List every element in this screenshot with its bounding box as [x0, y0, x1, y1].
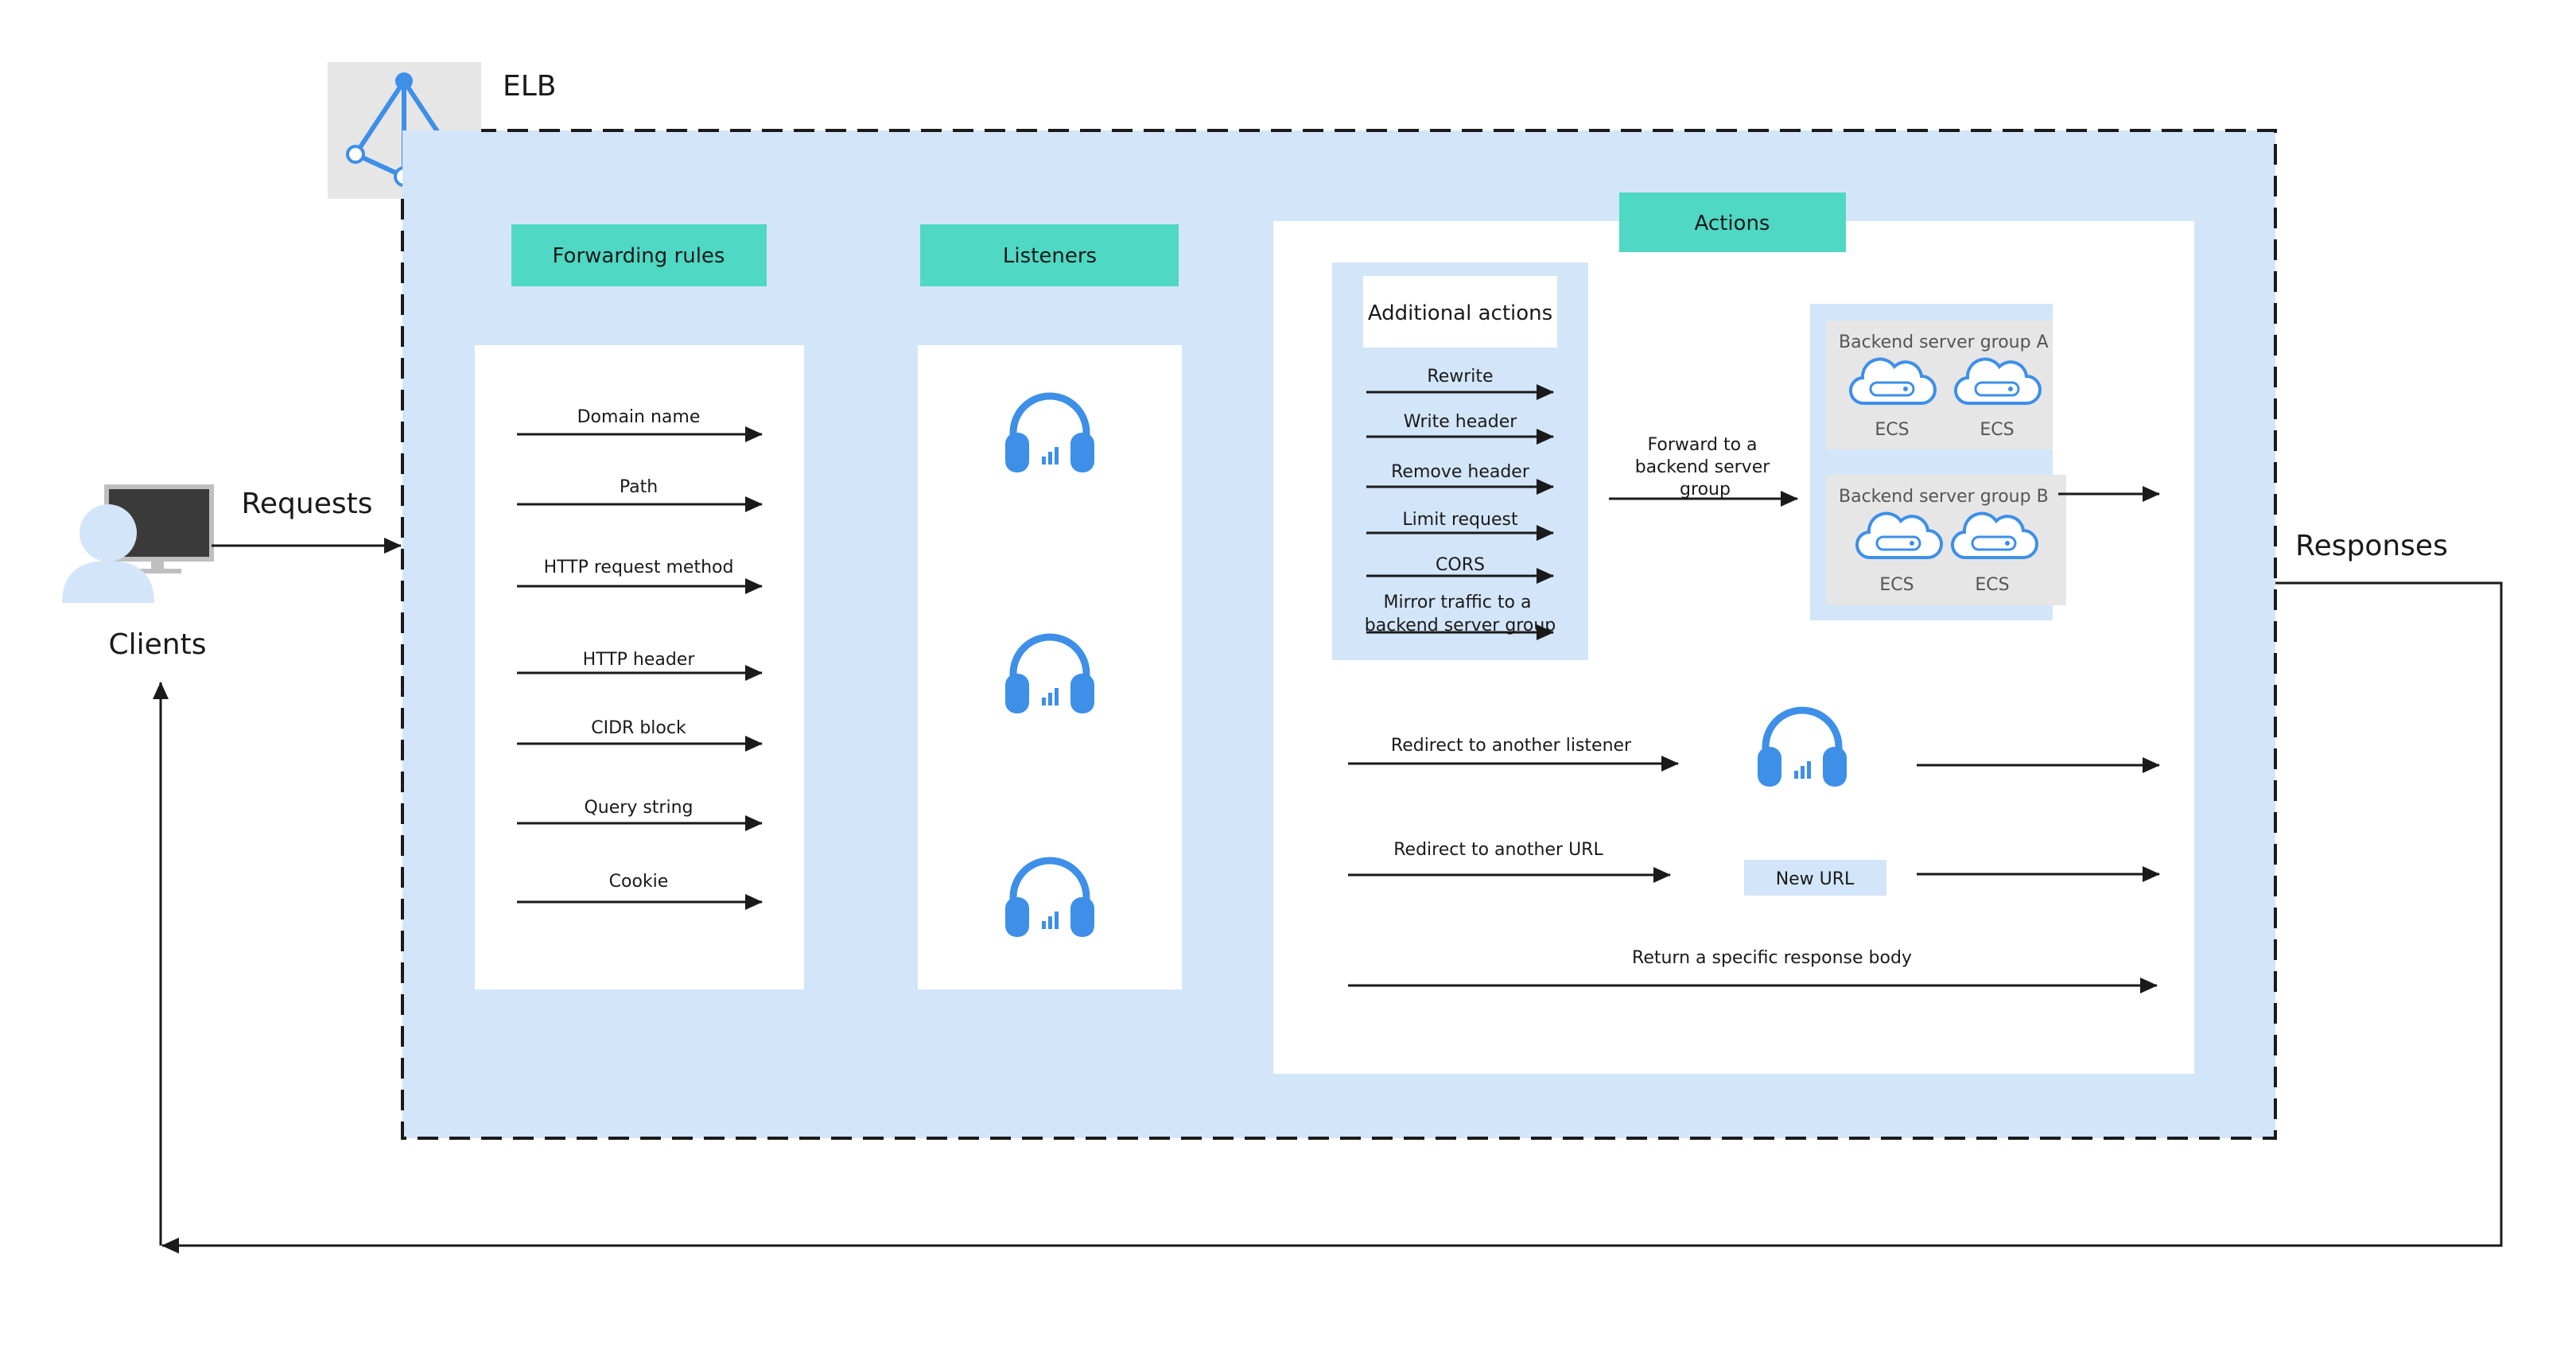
additional-action-item: Write header — [1366, 412, 1554, 445]
additional-action-list: Rewrite Write header Remove header Limit… — [1365, 367, 1556, 640]
ecs-label: ECS — [1975, 575, 2009, 595]
user-with-monitor-icon — [62, 484, 214, 603]
forwarding-rule-label: Path — [620, 477, 658, 497]
forwarding-rule-item: Cookie — [517, 872, 763, 910]
clients-label: Clients — [109, 628, 207, 661]
forwarding-rules-header — [511, 224, 767, 286]
forwarding-rule-list: Domain name Path HTTP request method HTT… — [517, 407, 763, 910]
forwarding-rule-item: HTTP header — [517, 650, 763, 681]
forwarding-rule-item: HTTP request method — [517, 558, 763, 594]
forwarding-rule-label: HTTP header — [583, 650, 696, 670]
listeners-header — [920, 224, 1179, 286]
elb-dashed-border — [401, 129, 2277, 1140]
backend-server-group-b: Backend server group B ECS ECS — [1827, 475, 2066, 605]
redirect-url-label: Redirect to another URL — [1393, 840, 1603, 860]
forwarding-rule-label: Query string — [584, 798, 693, 818]
forwarding-rules-title: Forwarding rules — [553, 244, 725, 268]
listeners-title: Listeners — [1003, 244, 1097, 268]
actions-title: Actions — [1695, 212, 1770, 235]
backend-server-group-a: Backend server group A ECS ECS — [1827, 321, 2053, 449]
forwarding-rule-label: HTTP request method — [544, 558, 734, 577]
responses-label: Responses — [2295, 530, 2448, 562]
forwarding-rule-item: Domain name — [517, 407, 763, 442]
ecs-label: ECS — [1879, 575, 1914, 595]
new-url-box — [1744, 860, 1886, 896]
forwarding-rule-item: Query string — [517, 798, 763, 831]
forwarding-rule-label: Domain name — [577, 407, 701, 427]
ecs-label: ECS — [1980, 420, 2014, 440]
additional-actions-title: Additional actions — [1368, 301, 1552, 325]
additional-action-label: Remove header — [1391, 462, 1530, 482]
forwarding-rule-item: CIDR block — [517, 718, 763, 752]
forwarding-rule-item: Path — [517, 477, 763, 512]
response-body-label: Return a specific response body — [1632, 948, 1912, 968]
backend-group-b-title: Backend server group B — [1839, 487, 2049, 507]
forwarding-rule-label: CIDR block — [591, 718, 686, 738]
additional-actions-header — [1363, 276, 1557, 348]
additional-action-item: CORS — [1366, 555, 1554, 584]
additional-action-item: Rewrite — [1366, 367, 1554, 400]
requests-label: Requests — [242, 488, 373, 520]
additional-action-item: Mirror traffic to a backend server group — [1365, 593, 1556, 640]
responses-arrow — [161, 581, 2503, 1254]
additional-action-item: Limit request — [1366, 510, 1554, 541]
forwarding-rule-label: Cookie — [609, 872, 669, 892]
additional-action-label: Rewrite — [1427, 367, 1493, 387]
ecs-label: ECS — [1875, 420, 1909, 440]
redirect-listener-label: Redirect to another listener — [1391, 736, 1632, 756]
additional-action-label: Limit request — [1402, 510, 1518, 530]
forward-to-backend-label: Forward to a backend server group — [1635, 435, 1776, 500]
listeners-box — [918, 345, 1182, 989]
backend-group-a-title: Backend server group A — [1839, 332, 2049, 352]
actions-header — [1619, 192, 1846, 252]
additional-action-item: Remove header — [1366, 462, 1554, 495]
new-url-label: New URL — [1776, 869, 1855, 889]
additional-action-label: CORS — [1436, 555, 1485, 575]
elb-title: ELB — [503, 70, 557, 103]
additional-action-label: Write header — [1404, 412, 1518, 432]
